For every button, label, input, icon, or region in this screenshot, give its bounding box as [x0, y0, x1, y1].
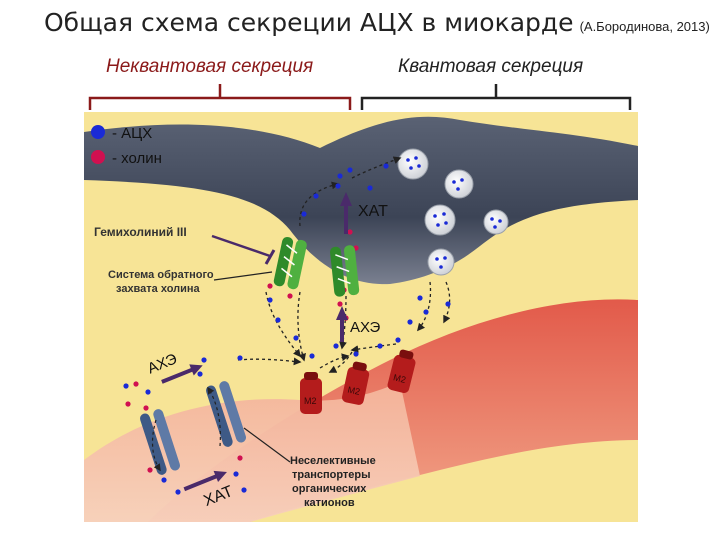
molecules: [123, 163, 451, 495]
citation: (А.Бородинова, 2013): [579, 19, 710, 34]
transporter-pointer: [243, 427, 291, 463]
bracket-quantal: [360, 84, 632, 110]
hemicholinium-inhibition-line: [211, 234, 271, 258]
receptor-label: М2: [347, 385, 361, 397]
legend-choline-label: - холин: [112, 150, 162, 167]
label-reuptake-line1: Система обратного: [108, 269, 214, 281]
label-transporters-line4: катионов: [304, 497, 355, 509]
diffusion-paths: [237, 156, 451, 373]
section-label-nonquantal: Неквантовая секреция: [106, 56, 314, 77]
vesicle: [424, 204, 456, 236]
reuptake-pointer: [213, 271, 273, 281]
label-transporters-line1: Неселективные: [290, 455, 376, 467]
label-transporters-line2: транспортеры: [292, 469, 371, 481]
muscle-cell-lower: [84, 382, 420, 522]
vesicle: [444, 169, 474, 199]
m2-receptor: М2: [342, 361, 370, 405]
bracket-nonquantal: [88, 84, 352, 110]
transporter-flux-arrow: [207, 386, 221, 447]
choline-reuptake-transporter-right: [330, 245, 360, 297]
m2-receptor: М2: [300, 372, 322, 414]
label-reuptake-line2: захвата холина: [116, 283, 201, 295]
m2-receptor: М2: [387, 349, 416, 394]
cation-transporter-left: [139, 409, 181, 475]
vesicle: [483, 209, 509, 235]
label-hemicholinium: Гемихолиний III: [94, 225, 187, 239]
vesicles: [397, 148, 509, 276]
legend-ach-dot: [91, 125, 105, 139]
section-label-quantal: Квантовая секреция: [398, 56, 584, 77]
receptor-label: М2: [304, 396, 317, 406]
choline-reuptake-transporter-left: [273, 236, 307, 290]
vesicle: [397, 148, 429, 180]
nerve-terminal: [84, 116, 638, 285]
label-ache-center: АХЭ: [350, 319, 380, 336]
legend-ach-label: - АЦХ: [112, 125, 152, 142]
label-hat-upper: ХАТ: [358, 203, 388, 220]
page-title: Общая схема секреции АЦХ в миокарде (А.Бо…: [44, 8, 710, 37]
label-transporters-line3: органических: [292, 483, 367, 495]
receptor-label: М2: [392, 372, 407, 385]
vesicle: [427, 248, 455, 276]
cation-transporter-right: [205, 381, 247, 447]
title-text: Общая схема секреции АЦХ в миокарде: [44, 8, 574, 37]
legend-choline-dot: [91, 150, 105, 164]
